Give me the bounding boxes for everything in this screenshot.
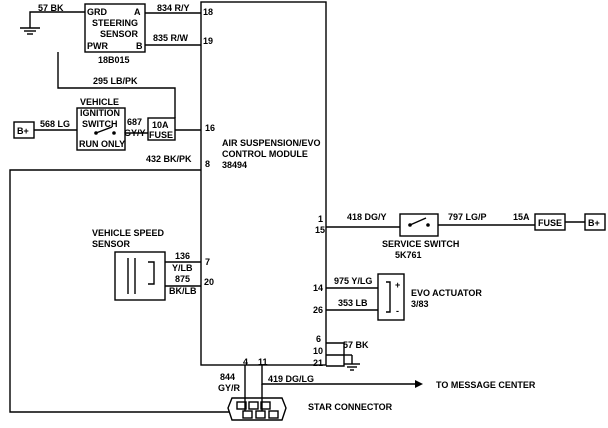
service-blade	[409, 217, 427, 226]
battery-right-box	[584, 213, 606, 231]
star-connector-pin2	[248, 401, 259, 410]
control-module-box	[200, 1, 327, 366]
module-part-number: 38494	[222, 160, 247, 170]
steering-sensor-line2: SENSOR	[100, 29, 139, 39]
wire-label-687-color: GY/Y	[124, 128, 146, 138]
service-switch-label: SERVICE SWITCH	[382, 239, 459, 249]
wire-label-797: 797 LG/P	[448, 212, 487, 222]
star-connector-pin3	[260, 401, 271, 410]
fuse-10a-label: FUSE	[149, 130, 173, 140]
pin-26: 26	[313, 305, 323, 315]
pin-10: 10	[313, 346, 323, 356]
star-connector-pin1	[236, 401, 247, 410]
evo-actuator-label: EVO ACTUATOR	[411, 288, 482, 298]
ignition-run-only: RUN ONLY	[79, 139, 125, 149]
module-title-line1: AIR SUSPENSION/EVO	[222, 138, 321, 148]
arrow-to-message-center	[415, 380, 423, 388]
wire-label-875-color: BK/LB	[169, 286, 197, 296]
speed-sensor-coil	[148, 261, 155, 285]
speed-sensor-box	[114, 251, 166, 301]
wire-label-295: 295 LB/PK	[93, 76, 138, 86]
message-center-label: TO MESSAGE CENTER	[436, 380, 536, 390]
steering-pwr-label: PWR	[87, 41, 108, 51]
fuse-10a-rating: 10A	[152, 120, 169, 130]
switch-blade	[95, 126, 113, 134]
battery-right-label: B+	[588, 218, 600, 228]
service-switch-part: 5K761	[395, 250, 422, 260]
wire-label-844: 844	[220, 372, 235, 382]
evo-actuator-part: 3/83	[411, 299, 429, 309]
wire-432	[9, 169, 230, 413]
battery-left-label: B+	[17, 126, 29, 136]
speed-sensor-line1: VEHICLE SPEED	[92, 228, 165, 238]
wire-label-136-color: Y/LB	[172, 263, 193, 273]
pin-8: 8	[205, 159, 210, 169]
module-title-line2: CONTROL MODULE	[222, 149, 308, 159]
wire-label-975: 975 Y/LG	[334, 276, 372, 286]
pin-15: 15	[315, 225, 325, 235]
steering-part-number: 18B015	[98, 55, 130, 65]
wire-label-835: 835 R/W	[153, 33, 189, 43]
pin-1: 1	[318, 214, 323, 224]
wire-57-steering-ground	[29, 11, 85, 28]
wire-label-568: 568 LG	[40, 119, 70, 129]
star-connector-pin5	[255, 410, 266, 419]
wire-label-418: 418 DG/Y	[347, 212, 387, 222]
wire-label-875: 875	[175, 274, 190, 284]
pin-11: 11	[258, 357, 268, 367]
pin-14: 14	[313, 283, 323, 293]
wire-label-834: 834 R/Y	[157, 3, 190, 13]
pin-20: 20	[204, 277, 214, 287]
pin-19: 19	[203, 36, 213, 46]
ignition-line3: SWITCH	[82, 119, 118, 129]
wire-label-57bk-top: 57 BK	[38, 3, 64, 13]
evo-minus: -	[396, 306, 399, 316]
evo-coil	[386, 281, 391, 313]
wire-label-844-color: GY/R	[218, 383, 241, 393]
pin-18: 18	[203, 7, 213, 17]
wire-label-136: 136	[175, 251, 190, 261]
pin-4: 4	[243, 357, 248, 367]
ignition-line2: IGNITION	[80, 108, 120, 118]
star-connector-label: STAR CONNECTOR	[308, 402, 393, 412]
ignition-switch-box	[76, 107, 126, 151]
pin-7: 7	[205, 257, 210, 267]
fuse-10a-box	[147, 117, 176, 141]
steering-b-label: B	[136, 41, 143, 51]
fuse-15a-label: FUSE	[538, 218, 562, 228]
evo-plus: +	[395, 280, 400, 290]
wire-label-432: 432 BK/PK	[146, 154, 192, 164]
steering-a-label: A	[134, 7, 141, 17]
star-connector-pin6	[268, 410, 279, 419]
star-connector-pin4	[242, 410, 253, 419]
switch-contact-right	[112, 131, 116, 135]
pin-6: 6	[316, 334, 321, 344]
steering-sensor-line1: STEERING	[92, 18, 138, 28]
wire-label-687: 687	[127, 117, 142, 127]
fuse-15a-rating: 15A	[513, 212, 530, 222]
service-switch-box	[399, 213, 439, 237]
steering-sensor-box	[84, 3, 146, 53]
wire-label-353: 353 LB	[338, 298, 368, 308]
speed-sensor-line2: SENSOR	[92, 239, 131, 249]
steering-grd-label: GRD	[87, 7, 108, 17]
wire-label-419: 419 DG/LG	[268, 374, 314, 384]
ignition-line1: VEHICLE	[80, 97, 119, 107]
pin-16: 16	[205, 123, 215, 133]
wire-295	[57, 52, 176, 118]
wire-label-57bk-right: 57 BK	[343, 340, 369, 350]
service-contact-right	[426, 223, 430, 227]
pin-21: 21	[313, 358, 323, 368]
evo-actuator-box	[377, 273, 405, 321]
